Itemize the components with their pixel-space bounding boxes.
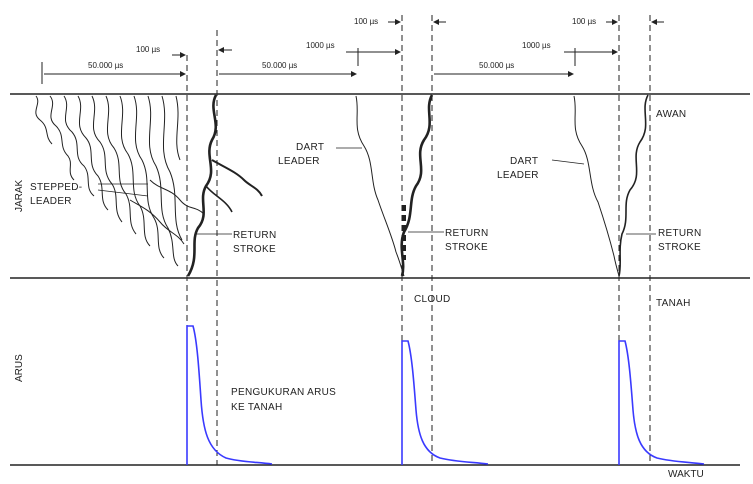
return-stroke-1-line1: RETURN xyxy=(233,230,276,241)
return-stroke-2-line2: STROKE xyxy=(445,242,488,253)
label-leaders xyxy=(97,147,656,235)
interval-label-100-c: 100 µs xyxy=(572,17,596,26)
return-stroke-channel-3 xyxy=(618,94,649,277)
y-axis-lower-label: ARUS xyxy=(14,354,25,382)
dart-leader-1-line1: DART xyxy=(296,142,324,153)
current-pulses xyxy=(186,325,705,465)
return-stroke-channel-2 xyxy=(400,94,434,277)
ground-label: TANAH xyxy=(656,298,691,309)
current-pulse-3 xyxy=(618,340,705,465)
return-stroke-channel-1 xyxy=(186,94,218,277)
x-axis-label: WAKTU xyxy=(668,469,704,479)
interval-label-50000-a: 50.000 µs xyxy=(88,61,123,70)
interval-label-1000-c: 1000 µs xyxy=(522,41,551,50)
current-note-line1: PENGUKURAN ARUS xyxy=(231,387,336,398)
interval-label-50000-c: 50.000 µs xyxy=(479,61,514,70)
interval-label-50000-b: 50.000 µs xyxy=(262,61,297,70)
interval-label-100-a: 100 µs xyxy=(136,45,160,54)
return-stroke-2-line1: RETURN xyxy=(445,228,488,239)
cloud-mark-label: CLOUD xyxy=(414,294,451,305)
channel-1-branch xyxy=(211,159,263,197)
dart-leader-channel-3 xyxy=(573,95,620,277)
dart-leader-channel-2 xyxy=(355,95,405,277)
stepped-leader-branches xyxy=(35,95,205,267)
current-pulse-1 xyxy=(186,325,273,465)
return-stroke-1-line2: STROKE xyxy=(233,244,276,255)
dart-leader-2-line1: DART xyxy=(510,156,538,167)
return-stroke-3-line1: RETURN xyxy=(658,228,701,239)
dart-leader-1-line2: LEADER xyxy=(278,156,320,167)
stepped-leader-label-line2: LEADER xyxy=(30,196,72,207)
stepped-leader-label-line1: STEPPED- xyxy=(30,182,82,193)
return-stroke-3-line2: STROKE xyxy=(658,242,701,253)
interval-label-1000-b: 1000 µs xyxy=(306,41,335,50)
current-pulse-2 xyxy=(401,340,489,465)
cloud-label: AWAN xyxy=(656,109,686,120)
interval-label-100-b: 100 µs xyxy=(354,17,378,26)
dart-leader-2-line2: LEADER xyxy=(497,170,539,181)
y-axis-upper-label: JARAK xyxy=(14,179,25,212)
channel-1-branch-2 xyxy=(205,185,233,213)
current-note-line2: KE TANAH xyxy=(231,402,283,413)
